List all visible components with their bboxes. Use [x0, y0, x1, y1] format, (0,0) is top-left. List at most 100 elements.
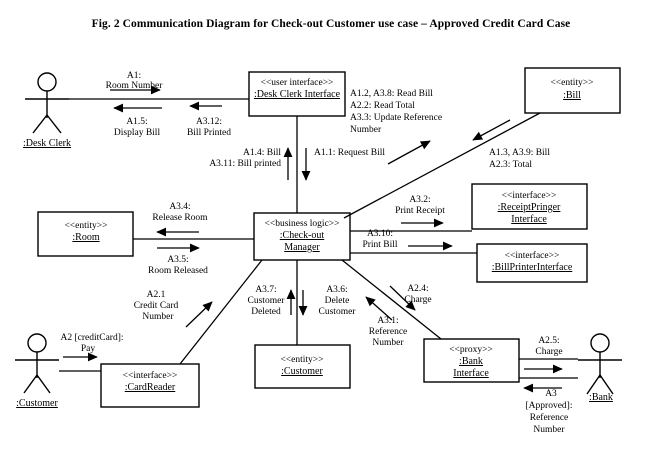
- actor-label-bank: :Bank: [589, 392, 613, 403]
- room-entity-name: :Room: [72, 232, 99, 243]
- label-a312-line1: A3.12:: [196, 117, 222, 127]
- label-a14: A1.4: Bill: [243, 148, 281, 158]
- customer-leg-left-icon: [23, 374, 38, 394]
- actor-bank[interactable]: :Bank: [578, 333, 622, 403]
- label-read-line3: A3.3: Update Reference: [350, 112, 442, 123]
- label-a37-line2: Customer: [248, 296, 286, 306]
- bank-leg-right-icon: [599, 374, 614, 395]
- actor-customer[interactable]: :Customer: [15, 333, 59, 409]
- label-a25-line1: A2.5:: [538, 336, 559, 346]
- object-receipt-printer-interface[interactable]: <<interface>> :ReceiptPringer Interface: [471, 183, 588, 230]
- object-bill-entity[interactable]: <<entity>> :Bill: [524, 67, 621, 114]
- label-a3-line2: [Approved]:: [526, 401, 573, 411]
- object-bill-printer-interface[interactable]: <<interface>> :BillPrinterInterface: [476, 243, 588, 283]
- object-customer-entity[interactable]: <<entity>> :Customer: [254, 344, 351, 389]
- label-a31-line1: A3.1:: [377, 316, 398, 326]
- label-a1-line2: Room Number: [106, 81, 164, 91]
- arrow-a21-credit-card-number: [185, 301, 213, 328]
- bank-leg-left-icon: [586, 374, 601, 395]
- customer-entity-name: :Customer: [281, 366, 323, 377]
- label-a21-line3: Number: [142, 312, 174, 322]
- receipt-printer-interface-box: [471, 183, 588, 230]
- label-a34-line2: Release Room: [152, 213, 208, 223]
- receipt-printer-interface-stereotype: <<interface>>: [502, 190, 557, 201]
- checkout-manager-name-line1: :Check-out: [280, 230, 325, 241]
- object-room-entity[interactable]: <<entity>> :Room: [37, 211, 134, 257]
- room-entity-box: [37, 211, 134, 257]
- customer-leg-right-icon: [36, 374, 51, 394]
- desk-clerk-leg-right-icon: [46, 114, 62, 134]
- object-desk-clerk-interface[interactable]: <<user interface>> :Desk Clerk Interface: [248, 71, 346, 117]
- label-a311: A3.11: Bill printed: [209, 159, 281, 169]
- object-bank-interface[interactable]: <<proxy>> :Bank Interface: [423, 338, 520, 383]
- customer-head-icon: [27, 333, 47, 353]
- object-card-reader[interactable]: <<interface>> :CardReader: [100, 363, 200, 408]
- customer-entity-stereotype: <<entity>>: [280, 355, 323, 365]
- label-a24-line2: Charge: [404, 295, 431, 305]
- label-read-line4: Number: [350, 125, 382, 135]
- label-a11: A1.1: Request Bill: [314, 148, 385, 158]
- receipt-printer-interface-name-line2: Interface: [511, 214, 547, 225]
- bank-interface-name-line1: :Bank: [459, 356, 483, 367]
- label-a21-line2: Credit Card: [134, 301, 179, 311]
- label-bill-line2: A2.3: Total: [489, 160, 532, 170]
- arrow-a31-reference-number: [365, 296, 393, 321]
- label-a3-line1: A3: [545, 389, 557, 399]
- bank-interface-name-line2: Interface: [453, 368, 489, 379]
- label-a25-line2: Charge: [535, 347, 562, 357]
- card-reader-stereotype: <<interface>>: [123, 370, 178, 381]
- label-a21-line1: A2.1: [147, 290, 166, 300]
- link-manager-bankinterface: [341, 259, 442, 340]
- desk-clerk-head-icon: [37, 72, 57, 92]
- label-a2-line1: A2 [creditCard]:: [60, 333, 123, 343]
- desk-clerk-leg-left-icon: [32, 114, 48, 134]
- card-reader-name: :CardReader: [125, 382, 176, 393]
- bill-printer-interface-name: :BillPrinterInterface: [492, 262, 573, 273]
- receipt-printer-interface-name-line1: :ReceiptPringer: [498, 202, 561, 213]
- label-a32-line2: Print Receipt: [395, 206, 445, 216]
- label-a1-line1: A1:: [127, 71, 141, 81]
- label-a34-line1: A3.4:: [169, 202, 190, 212]
- actor-desk-clerk[interactable]: :Desk Clerk: [23, 72, 71, 149]
- label-a37-line3: Deleted: [251, 307, 281, 317]
- bill-entity-box: [524, 67, 621, 114]
- desk-clerk-interface-name: :Desk Clerk Interface: [254, 89, 341, 100]
- actor-label-customer: :Customer: [16, 398, 58, 409]
- link-manager-bill: [343, 112, 541, 219]
- label-read-line1: A1.2, A3.8: Read Bill: [350, 89, 433, 99]
- label-a15-line2: Display Bill: [114, 128, 161, 138]
- label-a15-line1: A1.5:: [126, 117, 147, 127]
- arrow-bill-total-return: [472, 119, 511, 141]
- label-a310-line2: Print Bill: [362, 240, 397, 250]
- label-a36-line3: Customer: [319, 307, 357, 317]
- label-a310-line1: A3.10:: [367, 229, 393, 239]
- label-a36-line2: Delete: [325, 296, 350, 306]
- bank-interface-box: [423, 338, 520, 383]
- label-a35-line1: A3.5:: [167, 255, 188, 265]
- checkout-manager-stereotype: <<business logic>>: [265, 219, 340, 229]
- figure-title: Fig. 2 Communication Diagram for Check-o…: [91, 18, 571, 30]
- label-a2-line2: Pay: [81, 344, 96, 354]
- checkout-manager-name-line2: Manager: [284, 242, 320, 253]
- bank-interface-stereotype: <<proxy>>: [449, 345, 493, 355]
- object-checkout-manager[interactable]: <<business logic>> :Check-out Manager: [253, 212, 351, 261]
- label-a3-line4: Number: [533, 425, 565, 435]
- label-a32-line1: A3.2:: [409, 195, 430, 205]
- bank-head-icon: [590, 333, 610, 353]
- label-a36-line1: A3.6:: [326, 285, 347, 295]
- label-bill-line1: A1.3, A3.9: Bill: [489, 148, 550, 158]
- arrow-a24-charge: [389, 285, 416, 311]
- bill-entity-stereotype: <<entity>>: [550, 78, 593, 88]
- desk-clerk-interface-stereotype: <<user interface>>: [261, 77, 334, 88]
- label-a312-line2: Bill Printed: [187, 128, 231, 138]
- checkout-manager-box: [253, 212, 351, 261]
- desk-clerk-interface-box: [248, 71, 346, 117]
- link-cardreader-manager: [179, 259, 263, 365]
- card-reader-box: [100, 363, 200, 408]
- room-entity-stereotype: <<entity>>: [64, 221, 107, 231]
- label-a3-line3: Reference: [530, 412, 569, 423]
- bill-printer-interface-stereotype: <<interface>>: [505, 250, 560, 261]
- label-a24-line1: A2.4:: [407, 284, 428, 294]
- bill-printer-interface-box: [476, 243, 588, 283]
